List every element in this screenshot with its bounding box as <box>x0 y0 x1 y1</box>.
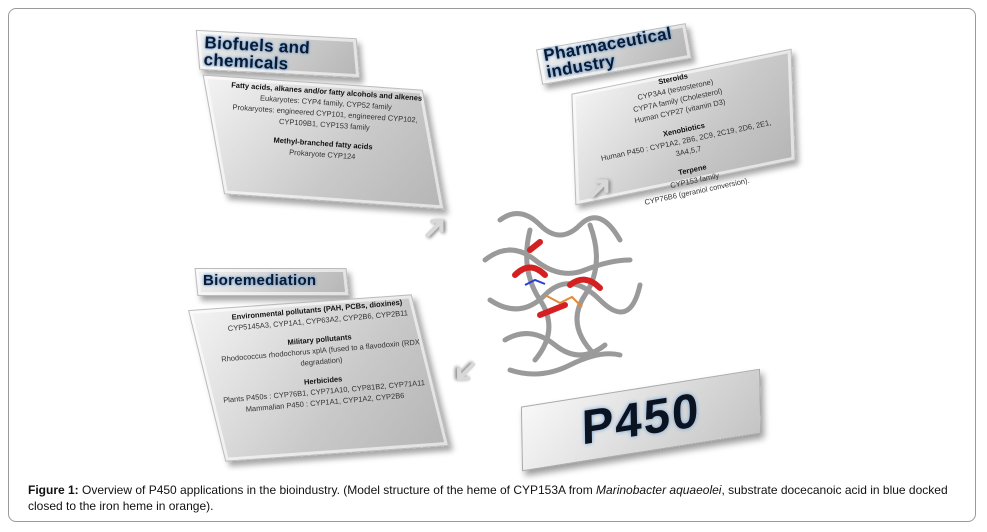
caption-label: Figure 1: <box>28 483 79 497</box>
caption-species: Marinobacter aquaeolei <box>596 483 722 497</box>
protein-structure-image <box>482 211 643 377</box>
bioremediation-body: Environmental pollutants (PAH, PCBs, dio… <box>208 295 434 418</box>
figure-caption: Figure 1: Overview of P450 applications … <box>28 482 958 514</box>
caption-text-end: , substrate docecanoic acid in blue dock… <box>28 483 948 513</box>
figure-frame <box>8 8 976 522</box>
biofuels-title: Biofuels and chemicals <box>203 33 311 74</box>
caption-text: Overview of P450 applications in the bio… <box>78 483 597 497</box>
bioremediation-title: Bioremediation <box>203 272 317 289</box>
biofuels-body: Fatty acids, alkanes and/or fatty alcoho… <box>220 79 430 167</box>
